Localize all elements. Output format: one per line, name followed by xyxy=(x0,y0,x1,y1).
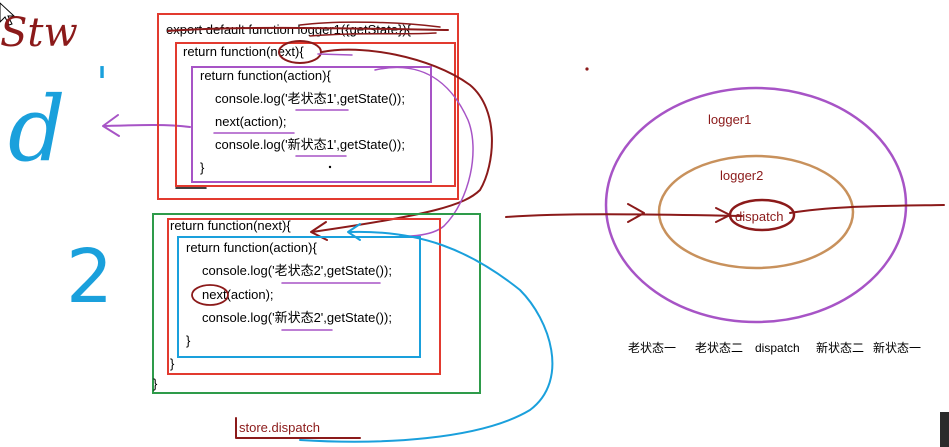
code1-line-return-next: return function(next){ xyxy=(183,44,304,59)
code2-line-next-action: next(action); xyxy=(202,287,274,302)
onion-middle-label: logger2 xyxy=(720,168,763,183)
logger1-outer-box xyxy=(157,13,459,200)
logger2-next-box xyxy=(167,218,441,375)
code1-line-close: } xyxy=(200,160,205,175)
store-dispatch-bracket xyxy=(235,417,361,439)
sequence-label-0: 老状态一 xyxy=(628,341,676,355)
circle-next-call-2 xyxy=(191,284,229,306)
call-loop-store-dispatch xyxy=(299,230,554,443)
underline-next-param xyxy=(317,53,353,56)
logger1-next-box xyxy=(175,42,456,187)
code2-line-return-next: return function(next){ xyxy=(170,218,291,233)
onion-middle-ring-logger2 xyxy=(657,154,855,270)
code1-line-log-old: console.log('老状态1',getState()); xyxy=(215,91,405,106)
sequence-label-2: dispatch xyxy=(755,341,800,355)
sequence-label-4: 新状态一 xyxy=(873,340,921,355)
onion-flow-arrow xyxy=(505,213,743,218)
code2-line-return-action: return function(action){ xyxy=(186,240,317,255)
arrow-to-d xyxy=(103,124,191,128)
code2-line-close-2: } xyxy=(170,356,175,371)
sequence-row: 老状态一 老状态二 dispatch 新状态二 新状态一 xyxy=(628,340,921,355)
onion-outer-ring-logger1 xyxy=(604,86,908,324)
code2-line-log-new: console.log('新状态2',getState()); xyxy=(202,310,392,325)
handwriting-d: d xyxy=(8,77,66,182)
onion-core-label: dispatch xyxy=(735,209,783,224)
strike-export-line xyxy=(167,26,449,32)
sequence-label-3: 新状态二 xyxy=(816,340,864,355)
call-loop-store-dispatch-head xyxy=(347,223,361,241)
onion-outer-label: logger1 xyxy=(708,112,751,127)
handwriting-tick: ' xyxy=(96,58,108,109)
code1-line-export: export default function logger1({getStat… xyxy=(166,22,412,37)
handwriting-stw: Stw xyxy=(0,10,78,56)
code2-line-close-1: } xyxy=(186,333,191,348)
call-loop-next xyxy=(311,48,493,233)
code1-line-log-new: console.log('新状态1',getState()); xyxy=(215,137,405,152)
scribble-export-line xyxy=(299,21,441,37)
scrollbar-thumb[interactable] xyxy=(940,412,949,447)
code2-line-log-old: console.log('老状态2',getState()); xyxy=(202,263,392,278)
sequence-label-1: 老状态二 xyxy=(695,341,743,355)
arrow-to-d-head xyxy=(102,114,120,137)
mouse-cursor-icon xyxy=(0,2,16,26)
code1-line-return-action: return function(action){ xyxy=(200,68,331,83)
logger2-outer-box xyxy=(152,213,481,394)
logger1-action-box xyxy=(191,66,432,183)
onion-flow-arrow-head-1 xyxy=(627,203,645,223)
store-dispatch-label: store.dispatch xyxy=(239,420,320,435)
logger2-action-box xyxy=(177,236,421,358)
code1-line-next-action: next(action); xyxy=(215,114,287,129)
stray-dot-code xyxy=(328,165,332,169)
code2-line-close-3: } xyxy=(153,376,158,391)
handwriting-two: 2 xyxy=(66,234,113,320)
onion-flow-arrow-head-2 xyxy=(715,207,731,223)
onion-flow-out xyxy=(789,204,945,214)
stray-dot xyxy=(585,67,589,71)
link-action-to-logger2 xyxy=(374,66,474,237)
